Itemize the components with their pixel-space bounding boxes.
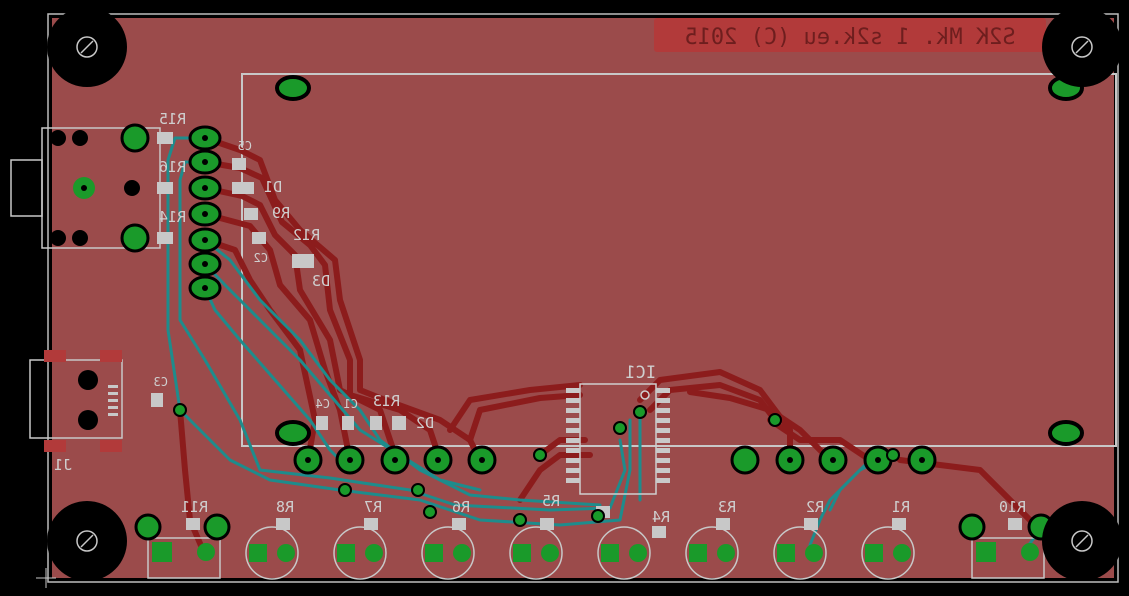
title-plate <box>654 18 1046 52</box>
board-outline <box>47 13 1119 583</box>
label-d1: D1 <box>264 178 282 196</box>
label-d2: D2 <box>416 414 434 432</box>
label-r14: R14 <box>159 208 186 226</box>
label-r6: R6 <box>452 498 470 516</box>
label-r2: R2 <box>806 498 824 516</box>
label-r7: R7 <box>364 498 382 516</box>
led-row[interactable] <box>245 526 915 580</box>
mounting-holes <box>47 7 1122 581</box>
copper-pour <box>52 18 1114 578</box>
label-r13: R13 <box>373 392 400 410</box>
label-r11: R11 <box>181 498 208 516</box>
label-c3: C3 <box>154 375 168 389</box>
label-r1: R1 <box>892 498 910 516</box>
label-c5: C5 <box>238 139 252 153</box>
audio-jack-footprint[interactable] <box>10 123 161 253</box>
silkscreen-labels: R15 R16 R14 C5 D1 R9 R12 C2 D3 C3 J1 IC1… <box>54 110 1026 526</box>
switch-left[interactable] <box>134 513 231 579</box>
origin-marker <box>36 568 56 588</box>
label-d3: D3 <box>312 272 330 290</box>
label-r9: R9 <box>272 204 290 222</box>
board-title: S2K Mk. 1 s2k.eu (C) 2015 <box>684 25 1015 50</box>
ic1-pins <box>566 388 670 483</box>
vias <box>173 403 900 527</box>
label-c2: C2 <box>254 251 268 265</box>
label-c1: C1 <box>344 397 358 411</box>
label-r3: R3 <box>718 498 736 516</box>
label-ic1: IC1 <box>625 363 656 383</box>
label-r4: R4 <box>652 508 670 526</box>
lcd-header-pads[interactable] <box>293 445 937 475</box>
label-j1: J1 <box>54 456 72 474</box>
ic1-footprint[interactable] <box>566 383 670 495</box>
smd-pads <box>151 132 1022 538</box>
label-r8: R8 <box>276 498 294 516</box>
label-r16: R16 <box>159 158 186 176</box>
label-r10: R10 <box>999 498 1026 516</box>
lcd-mount-pads[interactable] <box>275 75 1084 446</box>
label-r15: R15 <box>159 110 186 128</box>
header-pins[interactable] <box>188 125 222 301</box>
label-r5: R5 <box>542 492 560 510</box>
usb-connector-footprint[interactable] <box>29 350 123 452</box>
label-c4: C4 <box>316 397 330 411</box>
label-r12: R12 <box>293 226 320 244</box>
